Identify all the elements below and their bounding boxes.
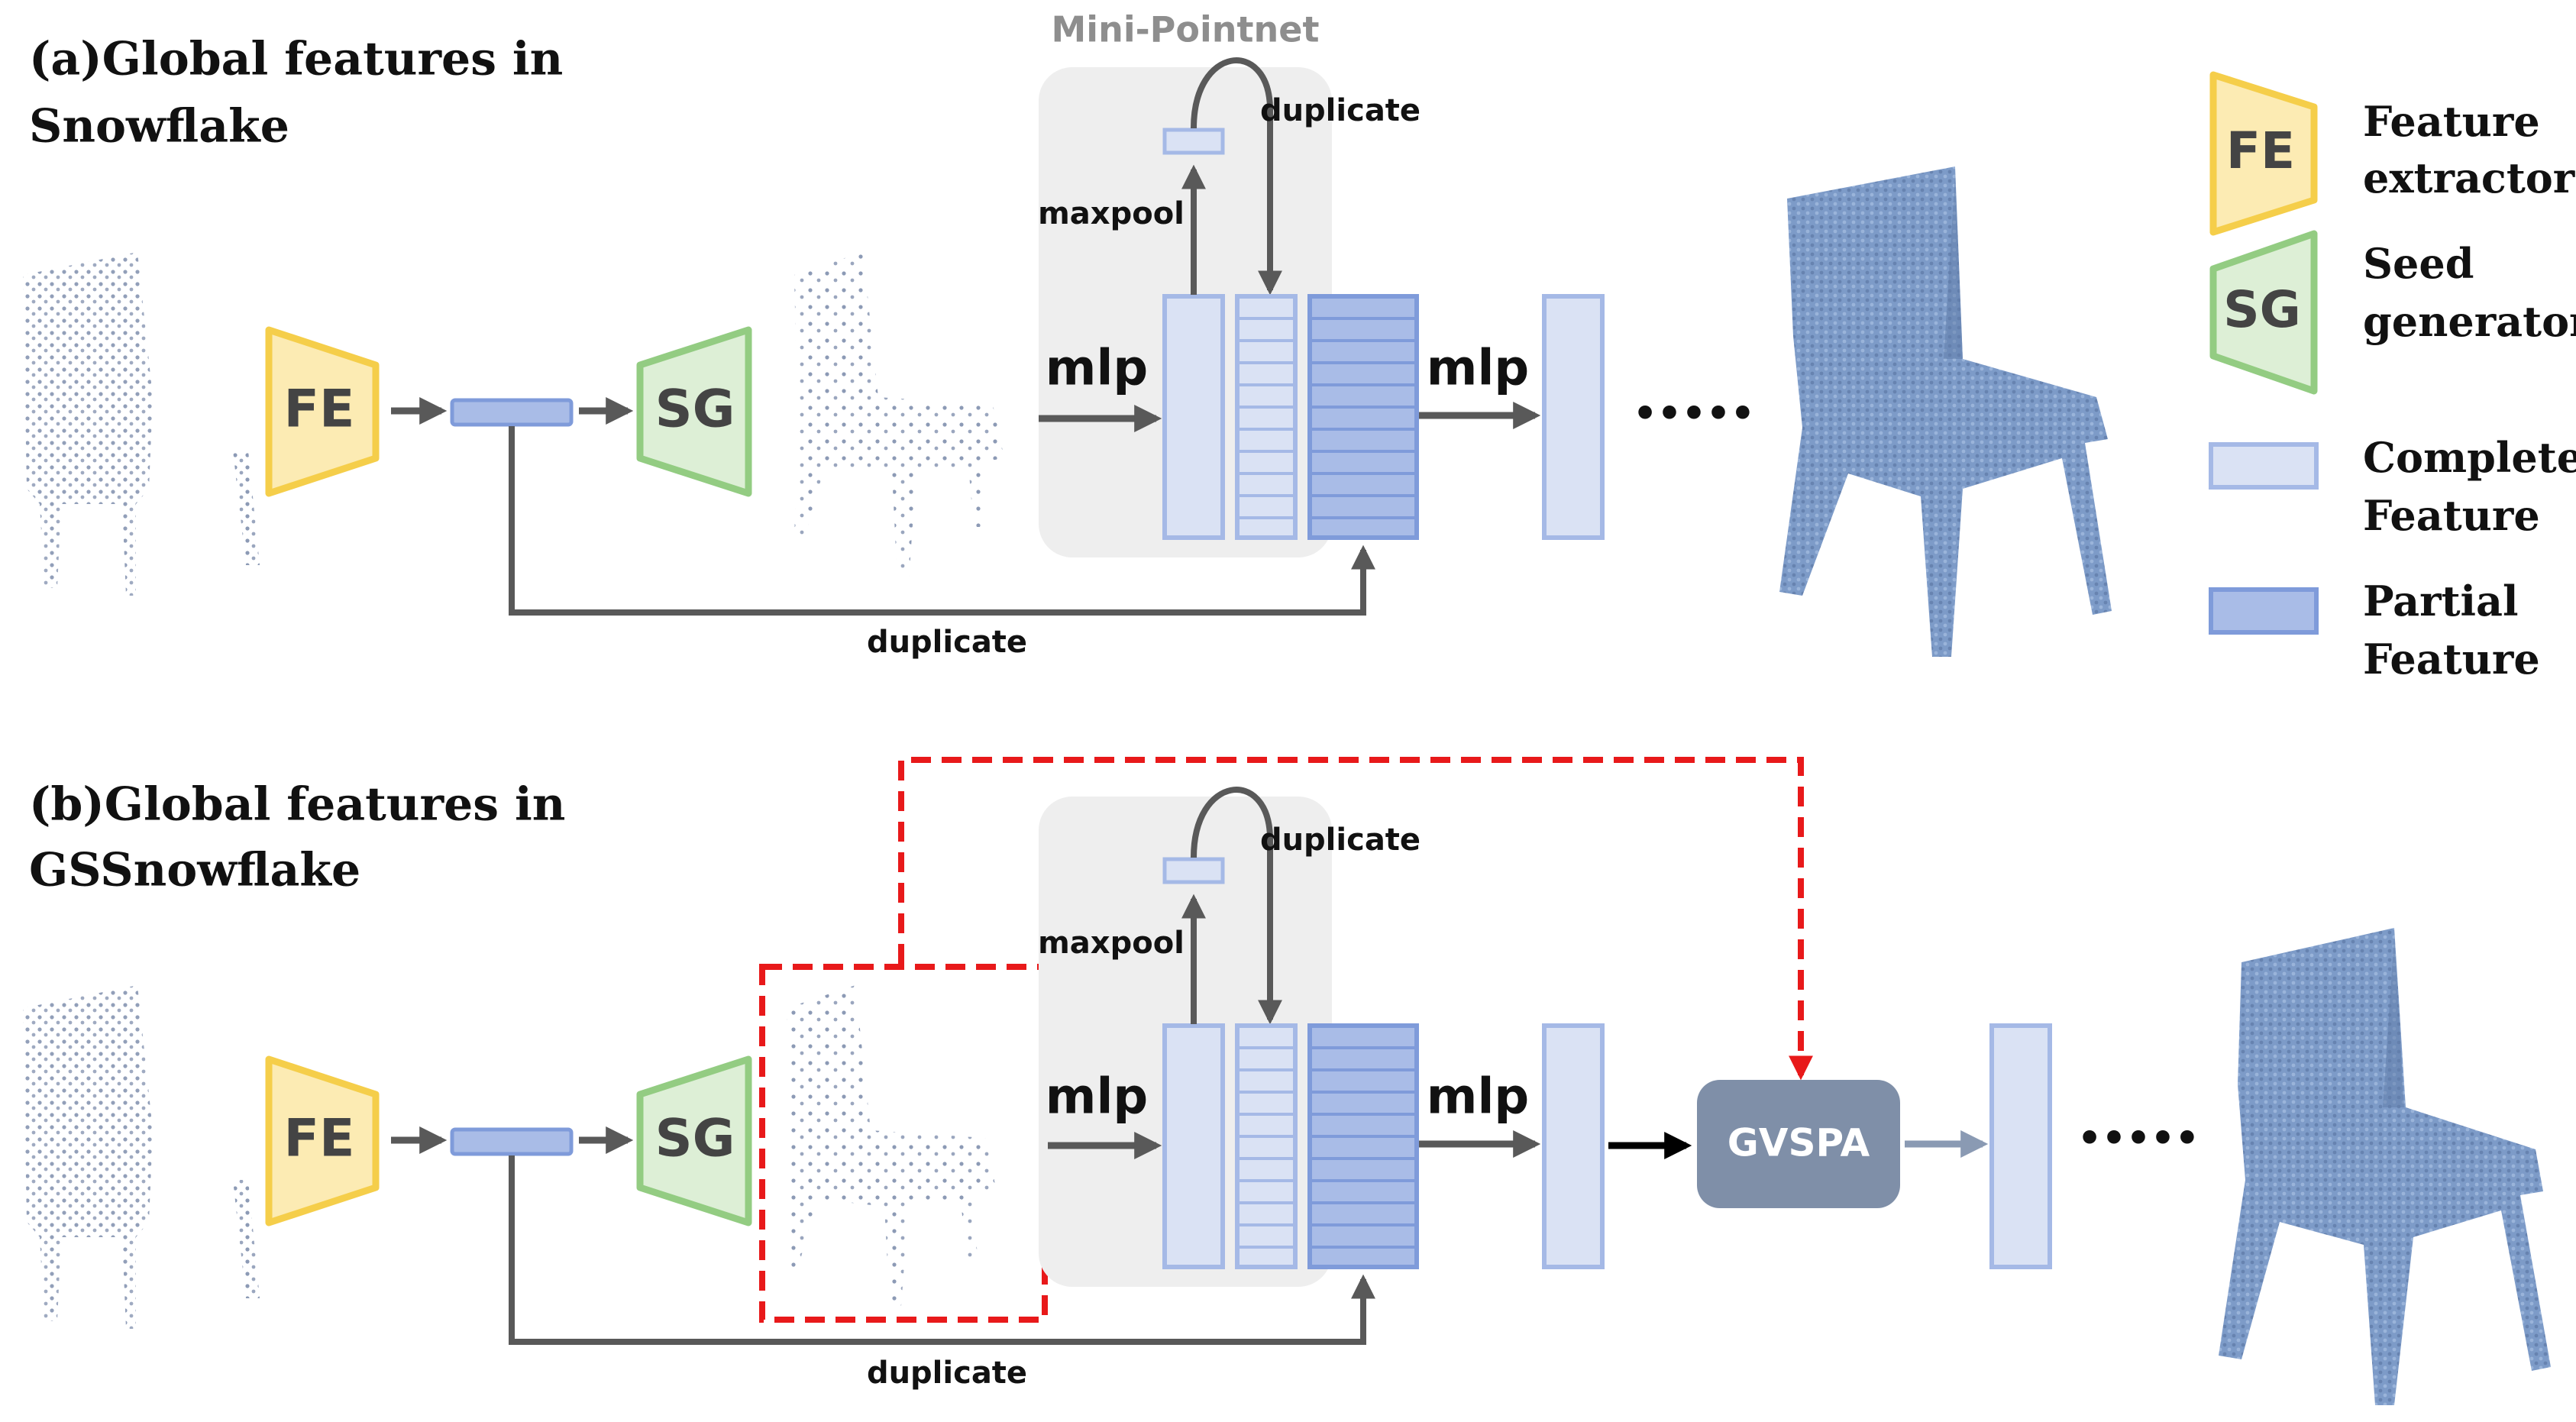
ellipsis-b: ••••• [2077, 1117, 2199, 1161]
sg-block-b: SG [636, 1055, 752, 1226]
arrow-duplicate-bottom-b [509, 1155, 1375, 1345]
fe-block-b: FE [265, 1055, 380, 1226]
legend-partial-feature: Partial Feature [2209, 577, 2540, 684]
legend-fe-text-line1: Feature [2363, 97, 2540, 146]
sg-label-b: SG [655, 1109, 735, 1169]
legend-complete-line1: Complete [2363, 433, 2576, 482]
mlp-in-label: mlp [1046, 341, 1148, 397]
duplicated-feature-column [1235, 294, 1298, 540]
legend-fe-symbol: FE [2226, 121, 2295, 180]
mini-pointnet-label: Mini-Pointnet [1052, 9, 1320, 50]
panel-a-title-line1: (a)Global features in [29, 33, 563, 86]
point-feature-column [1162, 294, 1225, 540]
gvspa-block: GVSPA [1697, 1080, 1900, 1208]
partial-feature-column [1307, 294, 1419, 540]
panel-b-title-line1: (b)Global features in [29, 778, 565, 832]
gvspa-output-column [1989, 1023, 2052, 1269]
legend-partial-line2: Feature [2363, 635, 2540, 684]
sg-block: SG [636, 326, 752, 497]
legend-fe-text-line2: extractor [2363, 154, 2575, 202]
mlp-in-label-b: mlp [1046, 1069, 1148, 1126]
legend-sg-text-line1: Seed [2363, 239, 2474, 288]
fe-label-b: FE [284, 1109, 355, 1169]
sg-label: SG [655, 380, 735, 440]
legend-sg: SG Seed generator [2209, 230, 2576, 395]
dashed-arrow-seeds-to-gvspa [898, 757, 1813, 1081]
legend-fe: FE Feature extractor [2209, 71, 2575, 236]
legend-sg-symbol: SG [2223, 280, 2301, 339]
ellipsis: ••••• [1633, 392, 1755, 436]
seed-pointcloud-b [787, 985, 997, 1306]
fe-block: FE [265, 326, 380, 497]
duplicate-bottom-label: duplicate [867, 625, 1027, 660]
legend-partial-line1: Partial [2363, 577, 2519, 625]
partial-input-pointcloud [23, 252, 260, 596]
duplicated-feature-column-b [1235, 1023, 1298, 1269]
output-feature-column [1542, 294, 1605, 540]
mlp-out-label-b: mlp [1427, 1069, 1529, 1126]
legend-sg-text-line2: generator [2363, 297, 2576, 346]
seed-pointcloud [794, 252, 1004, 580]
legend: FE Feature extractor SG Seed generator C… [2209, 71, 2576, 684]
duplicate-top-label-b: duplicate [1260, 822, 1421, 858]
point-feature-column-b [1162, 1023, 1225, 1269]
maxpool-label-b: maxpool [1038, 926, 1185, 961]
output-feature-column-b [1542, 1023, 1605, 1269]
pooled-feature-vector-b [1162, 857, 1225, 884]
fe-label: FE [284, 380, 355, 440]
legend-complete-line2: Feature [2363, 491, 2540, 540]
partial-input-pointcloud-b [23, 985, 260, 1329]
duplicate-top-label: duplicate [1260, 93, 1421, 128]
panel-a: (a)Global features in Snowflake FE SG Mi… [23, 9, 2112, 660]
global-feature-vector [450, 398, 574, 427]
maxpool-label: maxpool [1038, 196, 1185, 231]
duplicate-bottom-label-b: duplicate [867, 1356, 1027, 1391]
pooled-feature-vector [1162, 128, 1225, 155]
mlp-out-label: mlp [1427, 341, 1529, 397]
arrow-duplicate-top-b [1191, 787, 1282, 1025]
legend-complete-feature: Complete Feature [2209, 433, 2576, 540]
panel-b-title-line2: GSSnowflake [29, 844, 360, 897]
completed-chair-b [2219, 928, 2551, 1405]
completed-chair-a [1779, 166, 2112, 657]
arrow-duplicate-bottom [509, 426, 1375, 616]
panel-b: (b)Global features in GSSnowflake FE SG [23, 757, 2551, 1405]
global-feature-vector-b [450, 1127, 574, 1156]
gvspa-label: GVSPA [1728, 1121, 1870, 1165]
partial-feature-column-b [1307, 1023, 1419, 1269]
arrow-duplicate-top [1191, 57, 1282, 296]
panel-a-title-line2: Snowflake [29, 100, 289, 154]
